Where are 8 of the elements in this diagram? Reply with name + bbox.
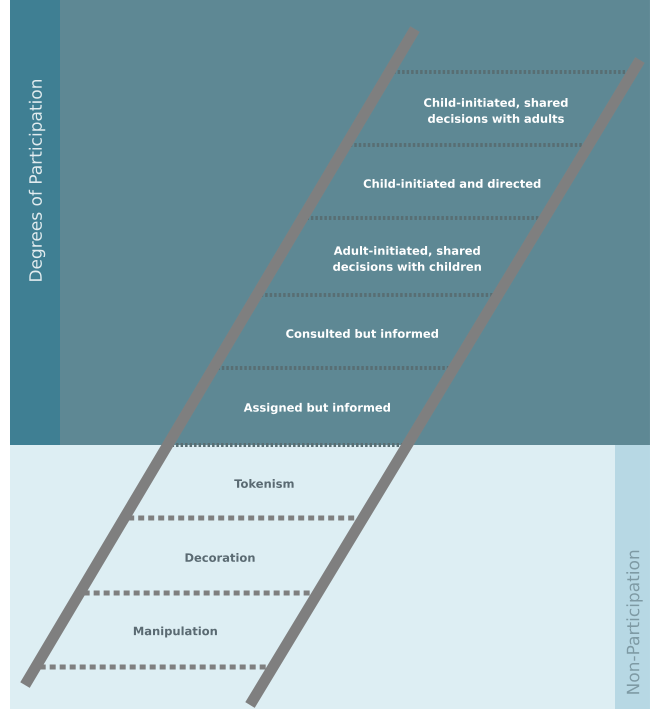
rung-label: Consulted but informed xyxy=(286,329,438,338)
rung-label: Child-initiated and directed xyxy=(364,179,540,188)
rung-label: Child-initiated, shared decisions with adults xyxy=(424,98,568,123)
rung-label: Decoration xyxy=(186,553,255,562)
rung-label: Assigned but informed xyxy=(244,402,390,414)
rung-label: Manipulation xyxy=(134,626,217,638)
rung-label: Tokenism xyxy=(234,479,294,488)
rung-label: Adult-initiated, shared decisions with children xyxy=(333,246,481,271)
